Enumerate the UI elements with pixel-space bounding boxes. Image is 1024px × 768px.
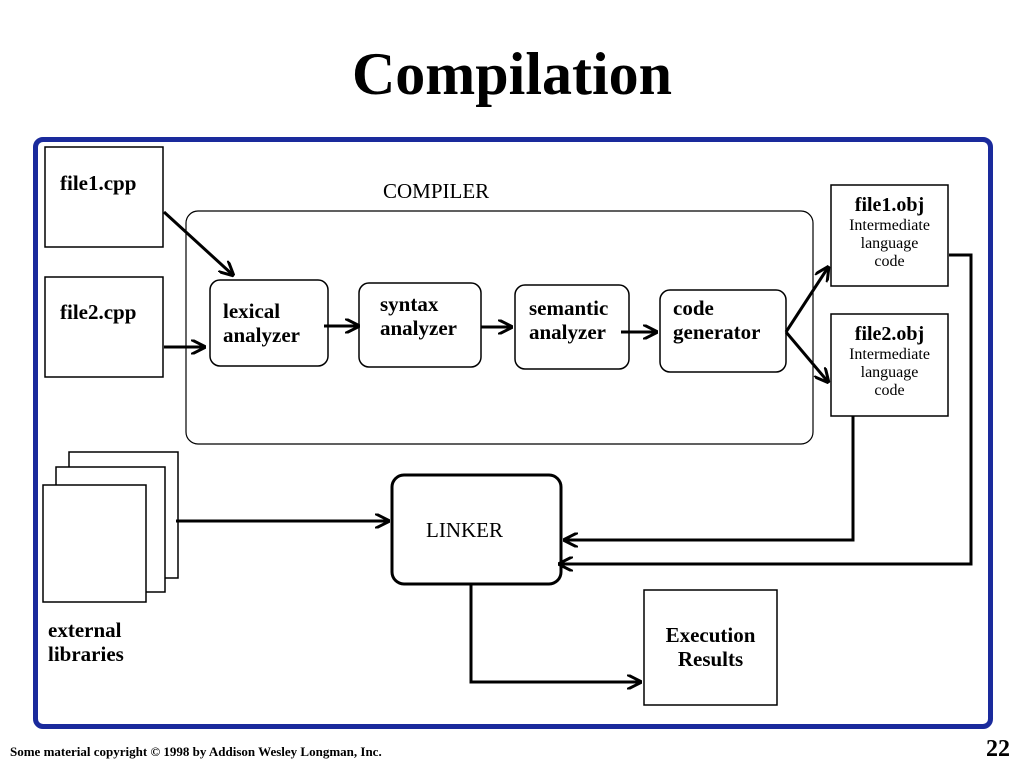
file2-obj-box (830, 313, 949, 417)
copyright-footer: Some material copyright © 1998 by Addiso… (10, 744, 382, 759)
linker-box (390, 473, 563, 586)
arrow-file1-obj-to-linker (558, 253, 973, 564)
slide-title: Compilation (351, 41, 673, 107)
file1-cpp-label: file1.cpp (60, 171, 137, 195)
file1-obj-box (830, 184, 949, 287)
file2-cpp-label: file2.cpp (60, 300, 137, 324)
file2-cpp-box (44, 276, 164, 378)
external-libraries-label: external libraries (48, 618, 124, 667)
execution-results-label: Execution Results (665, 623, 756, 672)
page-number: 22 (986, 736, 1010, 762)
file1-obj-label: file1.obj Intermediate language code (849, 194, 930, 270)
compiler-container (185, 210, 814, 445)
execution-results-box (643, 589, 778, 706)
arrow-linker-to-results (469, 585, 642, 682)
linker-label: LINKER (426, 518, 503, 542)
library-page (42, 484, 147, 603)
arrow-file2-obj-to-linker (563, 416, 855, 540)
semantic-analyzer-label: semantic analyzer (529, 296, 609, 345)
file2-obj-label: file2.obj Intermediate language code (849, 323, 930, 399)
arrow-codegen-to-file2-obj (784, 331, 829, 383)
lexical-analyzer-box (209, 279, 329, 367)
file1-cpp-box (44, 146, 164, 248)
code-generator-label: code generator (673, 296, 761, 345)
compiler-label: COMPILER (383, 179, 490, 203)
lexical-analyzer-label: lexical analyzer (223, 299, 300, 348)
semantic-analyzer-box (514, 284, 630, 370)
arrow-file1-to-lexical (162, 210, 234, 276)
syntax-analyzer-label: syntax analyzer (380, 292, 457, 341)
arrow-codegen-to-file1-obj (784, 266, 829, 333)
